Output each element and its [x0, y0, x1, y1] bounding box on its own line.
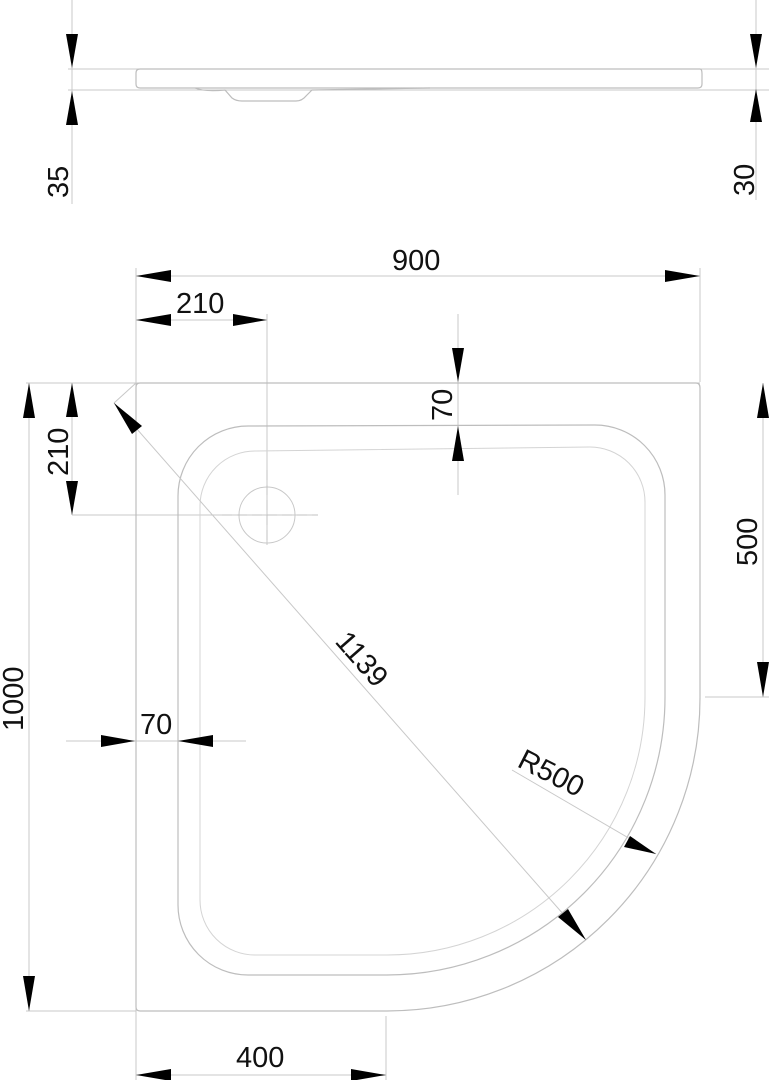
arrow-right [233, 314, 267, 326]
side-drain-profile [194, 87, 431, 102]
tray-rim-line [177, 424, 666, 976]
arrow-right [665, 270, 700, 282]
dim-label-side-right-height: 30 [729, 164, 761, 196]
arrow-diagonal-end [558, 909, 586, 940]
arrow-down [757, 662, 769, 697]
arrow-down [66, 481, 78, 515]
arrow-left [136, 270, 171, 282]
side-view: 35 30 [43, 0, 769, 204]
arrow-up [750, 89, 762, 122]
arrow-up [757, 383, 769, 418]
arrow-down [66, 34, 78, 68]
arrow-down [23, 976, 35, 1011]
arrow-up [23, 383, 35, 418]
arrow-right [351, 1069, 386, 1080]
dim-line-diagonal [113, 402, 587, 941]
dim-label-overall-depth: 1000 [0, 666, 30, 731]
arrow-diagonal-start [114, 403, 142, 434]
diagonal-extension-line [113, 382, 137, 404]
tray-outer-outline [135, 382, 701, 1012]
dim-label-rim-left: 70 [140, 709, 172, 741]
tray-basin-line [199, 446, 646, 956]
dim-label-radius: R500 [513, 744, 589, 804]
top-view: 900 210 210 1000 70 70 500 400 [0, 245, 769, 1080]
arrow-left [136, 314, 171, 326]
arrow-down [452, 348, 464, 382]
arrow-up [66, 91, 78, 125]
arrow-up [66, 383, 78, 417]
arrow-right [101, 735, 135, 747]
arrow-radius [624, 836, 656, 854]
dim-label-drain-offset-y: 210 [43, 428, 75, 476]
dim-label-drain-offset-x: 210 [176, 288, 224, 320]
arrow-down [750, 34, 762, 68]
side-tray-profile [135, 68, 703, 89]
dim-label-straight-right: 500 [732, 518, 764, 566]
dim-label-overall-width: 900 [392, 245, 440, 277]
dim-label-side-left-height: 35 [43, 166, 75, 198]
dim-label-rim-top: 70 [427, 389, 459, 421]
arrow-left [178, 735, 213, 747]
arrow-up [452, 426, 464, 461]
dim-label-straight-bottom: 400 [236, 1042, 284, 1074]
arrow-left [136, 1069, 171, 1080]
dim-label-diagonal: 1139 [329, 625, 394, 693]
